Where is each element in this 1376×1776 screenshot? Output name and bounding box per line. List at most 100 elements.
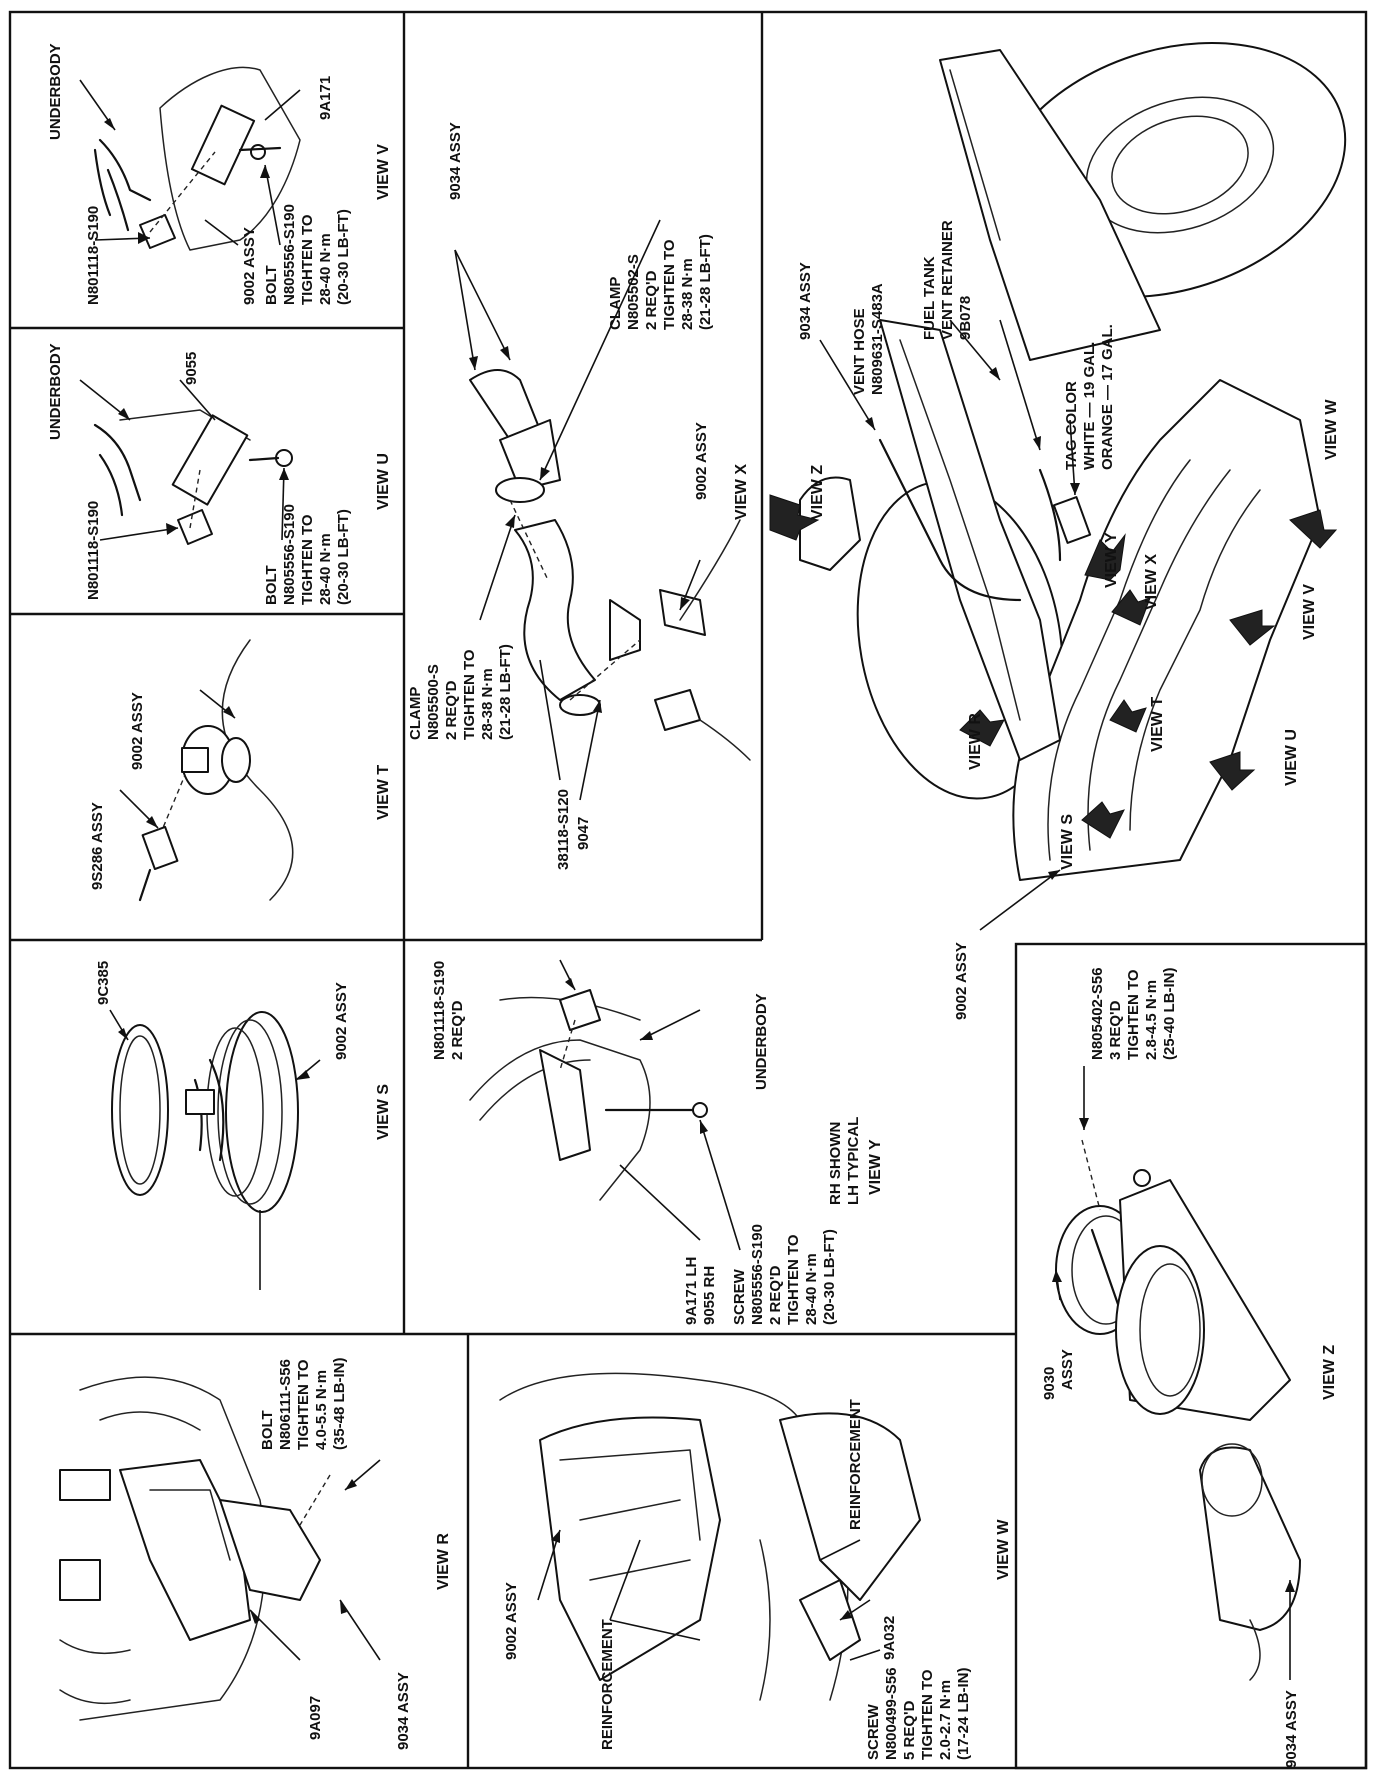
view-r-panel: BOLT N806111-S56 TIGHTEN TO 4.0-5.5 N·m … [59, 1357, 452, 1750]
svg-text:2 REQ'D: 2 REQ'D [443, 680, 460, 740]
view-u-label-underbody: UNDERBODY [47, 343, 64, 440]
view-u-label-9055: 9055 [183, 352, 200, 385]
svg-text:9A171 LH: 9A171 LH [683, 1257, 700, 1325]
svg-text:28-40 N·m: 28-40 N·m [317, 233, 334, 305]
svg-text:2.0-2.7 N·m: 2.0-2.7 N·m [937, 1680, 954, 1760]
view-t-drawing [138, 639, 294, 902]
main-callout-view-v: VIEW V [1301, 584, 1318, 640]
view-x-label-9002-assy: 9002 ASSY [693, 422, 710, 500]
svg-text:CLAMP: CLAMP [607, 277, 624, 330]
main-tag-color-label: TAG COLOR WHITE — 19 GAL. ORANGE — 17 GA… [1063, 324, 1116, 470]
svg-text:N809631-S483A: N809631-S483A [869, 283, 886, 395]
view-v-panel: UNDERBODY 9A171 N801118-S190 9002 ASSY B… [47, 43, 392, 305]
svg-text:28-40 N·m: 28-40 N·m [803, 1253, 820, 1325]
svg-text:ORANGE — 17 GAL.: ORANGE — 17 GAL. [1099, 324, 1116, 470]
view-s-label-9002-assy: 9002 ASSY [333, 982, 350, 1060]
svg-text:N805556-S190: N805556-S190 [281, 204, 298, 305]
view-s-panel: 9C385 9002 ASSY VIEW S [95, 961, 392, 1290]
view-v-label-underbody: UNDERBODY [47, 43, 64, 140]
svg-text:4.0-5.5 N·m: 4.0-5.5 N·m [313, 1370, 330, 1450]
svg-text:LH TYPICAL: LH TYPICAL [845, 1117, 862, 1205]
svg-text:BOLT: BOLT [263, 565, 280, 605]
view-u-panel: UNDERBODY 9055 N801118-S190 BOLT N805556… [47, 343, 392, 605]
view-y-drawing [469, 989, 708, 1201]
view-z-fastener-callout: N805402-S56 3 REQ'D TIGHTEN TO 2.8-4.5 N… [1089, 967, 1178, 1060]
main-callout-view-w: VIEW W [1323, 399, 1340, 460]
svg-text:BOLT: BOLT [259, 1410, 276, 1450]
svg-text:2.8-4.5 N·m: 2.8-4.5 N·m [1143, 980, 1160, 1060]
main-vent-hose-label: VENT HOSE N809631-S483A [851, 283, 886, 395]
view-w-title: VIEW W [995, 1519, 1012, 1580]
view-y-note: RH SHOWN LH TYPICAL [827, 1117, 862, 1205]
view-t-title: VIEW T [375, 765, 392, 820]
svg-text:N801118-S190: N801118-S190 [431, 961, 448, 1060]
view-v-leaders [79, 79, 301, 246]
svg-text:28-38 N·m: 28-38 N·m [679, 258, 696, 330]
view-w-label-9a032: 9A032 [881, 1616, 898, 1660]
svg-text:N805556-S190: N805556-S190 [281, 504, 298, 605]
svg-text:2 REQ'D: 2 REQ'D [767, 1265, 784, 1325]
svg-text:FUEL TANK: FUEL TANK [921, 256, 938, 340]
view-s-label-9c385: 9C385 [95, 961, 112, 1005]
main-callout-view-x: VIEW X [1143, 554, 1160, 610]
main-vent-retainer-label: FUEL TANK VENT RETAINER 9B078 [921, 220, 974, 340]
view-s-title: VIEW S [375, 1084, 392, 1140]
svg-text:(21-28 LB-FT): (21-28 LB-FT) [697, 234, 714, 330]
view-x-title: VIEW X [733, 464, 750, 520]
view-x-panel: 9034 ASSY CLAMP N805502-S 2 REQ'D TIGHTE… [407, 122, 751, 870]
view-z-panel: N805402-S56 3 REQ'D TIGHTEN TO 2.8-4.5 N… [1041, 967, 1338, 1768]
view-r-bolt-callout: BOLT N806111-S56 TIGHTEN TO 4.0-5.5 N·m … [259, 1357, 348, 1450]
view-y-panel: N801118-S190 2 REQ'D UNDERBODY RH SHOWN … [431, 959, 884, 1325]
svg-text:CLAMP: CLAMP [407, 687, 424, 740]
svg-text:(20-30 LB-FT): (20-30 LB-FT) [335, 509, 352, 605]
main-callout-view-y: VIEW Y [1103, 532, 1120, 588]
svg-text:TIGHTEN TO: TIGHTEN TO [785, 1234, 802, 1325]
view-v-label-n801118: N801118-S190 [85, 206, 102, 305]
svg-text:N805502-S: N805502-S [625, 254, 642, 330]
svg-text:TIGHTEN TO: TIGHTEN TO [1125, 969, 1142, 1060]
svg-text:5 REQ'D: 5 REQ'D [901, 1700, 918, 1760]
svg-text:N806111-S56: N806111-S56 [277, 1359, 294, 1450]
view-v-bolt-callout: BOLT N805556-S190 TIGHTEN TO 28-40 N·m (… [263, 204, 352, 305]
view-r-drawing [59, 1376, 331, 1721]
view-w-label-reinforcement-right: REINFORCEMENT [847, 1399, 864, 1530]
main-assembly-panel: 9034 ASSY VENT HOSE N809631-S483A FUEL T… [769, 42, 1347, 1020]
svg-text:28-40 N·m: 28-40 N·m [317, 533, 334, 605]
svg-text:(25-40 LB-IN): (25-40 LB-IN) [1161, 967, 1178, 1060]
svg-text:28-38 N·m: 28-38 N·m [479, 668, 496, 740]
view-u-drawing [93, 409, 293, 545]
view-t-leaders [119, 689, 236, 829]
view-s-leaders [109, 1009, 321, 1290]
view-r-title: VIEW R [435, 1533, 452, 1590]
view-v-drawing [93, 66, 301, 251]
view-y-label-underbody: UNDERBODY [753, 993, 770, 1090]
svg-text:N805402-S56: N805402-S56 [1089, 967, 1106, 1060]
svg-text:TIGHTEN TO: TIGHTEN TO [461, 649, 478, 740]
main-callout-view-r: VIEW R [967, 713, 984, 770]
view-w-drawing [499, 1372, 921, 1701]
view-w-leaders [537, 1529, 881, 1661]
svg-text:TIGHTEN TO: TIGHTEN TO [661, 239, 678, 330]
view-z-leaders [1052, 1066, 1295, 1680]
svg-text:TIGHTEN TO: TIGHTEN TO [299, 514, 316, 605]
view-x-clamp-lower-callout: CLAMP N805500-S 2 REQ'D TIGHTEN TO 28-38… [407, 644, 514, 740]
view-v-label-9a171: 9A171 [317, 76, 334, 120]
view-z-title: VIEW Z [1321, 1345, 1338, 1400]
svg-text:SCREW: SCREW [865, 1703, 882, 1760]
svg-text:WHITE — 19 GAL.: WHITE — 19 GAL. [1081, 342, 1098, 470]
svg-text:TIGHTEN TO: TIGHTEN TO [295, 1359, 312, 1450]
svg-text:2 REQ'D: 2 REQ'D [449, 1000, 466, 1060]
svg-text:9055 RH: 9055 RH [701, 1266, 718, 1325]
view-t-label-9s286-assy: 9S286 ASSY [89, 802, 106, 890]
svg-text:3 REQ'D: 3 REQ'D [1107, 1000, 1124, 1060]
view-s-drawing [111, 1011, 299, 1213]
view-z-drawing [1055, 1139, 1301, 1681]
svg-text:(20-30 LB-FT): (20-30 LB-FT) [821, 1229, 838, 1325]
view-z-label-9030-assy: 9030 ASSY [1041, 1349, 1076, 1400]
svg-text:VENT RETAINER: VENT RETAINER [939, 220, 956, 340]
view-x-label-9047: 9047 [575, 817, 592, 850]
view-z-label-9034-assy: 9034 ASSY [1283, 1690, 1300, 1768]
view-x-clamp-upper-callout: CLAMP N805502-S 2 REQ'D TIGHTEN TO 28-38… [607, 234, 714, 330]
main-view-callout-arrows [769, 494, 1338, 839]
